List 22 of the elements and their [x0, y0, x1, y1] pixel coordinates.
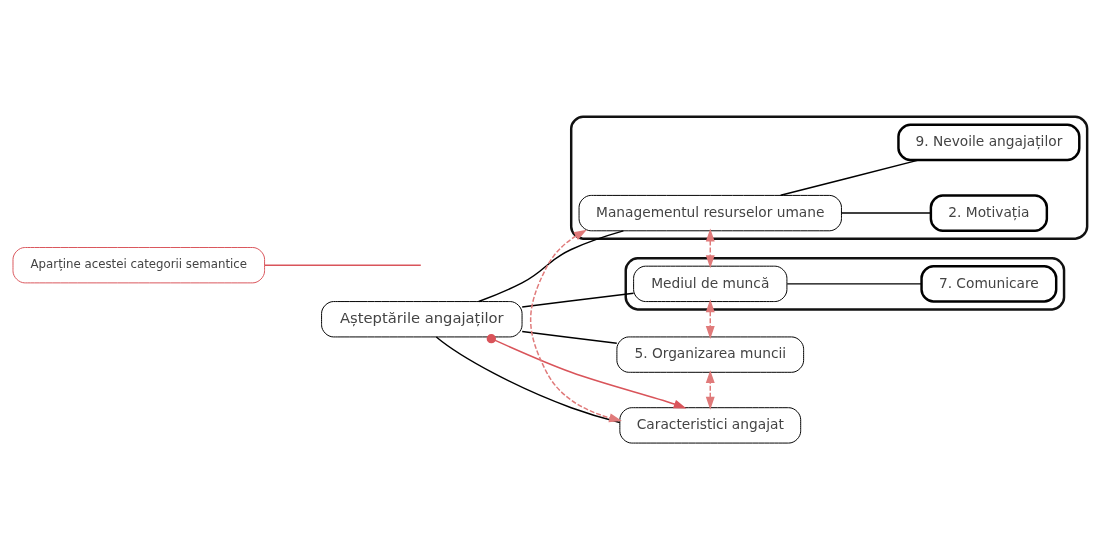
connector: [521, 330, 618, 344]
node-box: Mediul de muncă: [633, 265, 788, 303]
node-box: 9. Nevoile angajaților: [897, 123, 1081, 162]
arrow: [705, 228, 715, 269]
node-box: 7. Comunicare: [920, 264, 1058, 303]
connector: [521, 292, 635, 308]
connector: [840, 212, 932, 214]
connector: [779, 159, 920, 197]
arrow: [705, 370, 715, 410]
arrow: [486, 334, 687, 409]
node-box: Aparține acestei categorii semantice: [12, 247, 266, 284]
connector: [786, 283, 923, 285]
connector: [263, 264, 422, 266]
node-box: 2. Motivația: [929, 194, 1049, 232]
node-box: Așteptările angajaților: [321, 301, 523, 338]
connector: [435, 336, 621, 424]
arrow: [529, 229, 622, 423]
node-box: 5. Organizarea muncii: [616, 336, 805, 373]
node-box: Caracteristici angajat: [619, 407, 802, 444]
arrow: [705, 299, 715, 339]
connector: [477, 230, 625, 303]
node-box: Managementul resurselor umane: [578, 194, 842, 232]
